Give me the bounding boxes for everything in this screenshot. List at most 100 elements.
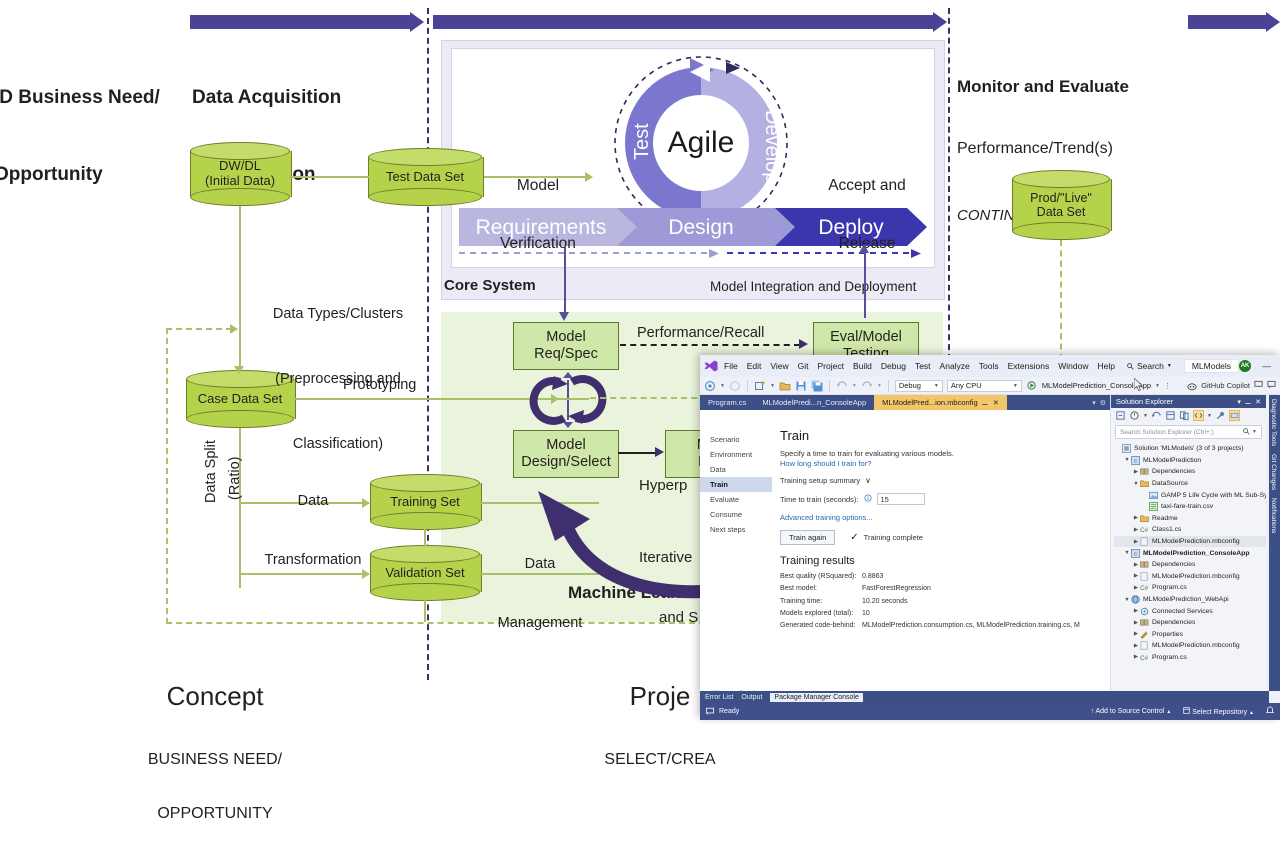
view-code-icon[interactable] — [1192, 410, 1204, 421]
redo-dropdown-icon[interactable]: ▼ — [876, 382, 882, 389]
add-to-source-control-button[interactable]: ↑ Add to Source Control ▲ — [1090, 708, 1171, 715]
undo-dropdown-icon[interactable]: ▼ — [851, 382, 857, 389]
menu-analyze[interactable]: Analyze — [939, 361, 970, 371]
tab-error-list[interactable]: Error List — [705, 693, 734, 701]
menu-help[interactable]: Help — [1097, 361, 1115, 371]
preview-selected-items-icon[interactable] — [1228, 410, 1240, 421]
close-icon[interactable]: ✕ — [992, 399, 999, 407]
menu-file[interactable]: File — [724, 361, 738, 371]
advanced-training-options-link[interactable]: Advanced training options... — [780, 513, 873, 522]
tree-item[interactable]: ▼DataSource — [1114, 478, 1266, 490]
menu-tools[interactable]: Tools — [978, 361, 999, 371]
tab-diagnostic-tools[interactable]: Diagnostic Tools — [1270, 399, 1277, 447]
refresh-icon[interactable] — [1179, 410, 1190, 421]
tab-program-cs[interactable]: Program.cs — [700, 395, 754, 410]
chevron-right-icon[interactable]: ▶ — [1133, 654, 1139, 661]
chevron-right-icon[interactable]: ▶ — [1133, 538, 1139, 545]
chevron-right-icon[interactable]: ▶ — [1133, 642, 1139, 649]
vs-standard-toolbar[interactable]: ▼ ▼ ▼ ▼ Debug ▼ Any C — [700, 377, 1280, 395]
gear-icon[interactable]: ⚙ — [1099, 399, 1106, 407]
tree-item[interactable]: taxi-fare-train.csv — [1114, 501, 1266, 513]
dropdown-icon[interactable]: ▾ — [1237, 398, 1241, 406]
wizard-step-evaluate[interactable]: Evaluate — [710, 495, 740, 504]
avatar[interactable]: AK — [1239, 360, 1252, 372]
open-file-icon[interactable] — [779, 380, 791, 392]
bottom-tool-tabs[interactable]: Error List Output Package Manager Consol… — [700, 691, 1269, 703]
tree-item[interactable]: ▼MLModelPrediction_WebApi — [1114, 594, 1266, 606]
nav-back-dropdown-icon[interactable]: ▼ — [720, 382, 725, 389]
tab-strip-controls[interactable]: ▾ ⚙ — [1092, 395, 1110, 410]
menu-window[interactable]: Window — [1058, 361, 1089, 371]
wizard-step-consume[interactable]: Consume — [710, 510, 743, 519]
chevron-right-icon[interactable]: ▶ — [1133, 573, 1139, 580]
chevron-right-icon[interactable]: ▶ — [1133, 608, 1139, 615]
menu-view[interactable]: View — [770, 361, 789, 371]
tree-item[interactable]: ▶MLModelPrediction.mbconfig — [1114, 535, 1266, 548]
view-code-dropdown-icon[interactable]: ▼ — [1206, 412, 1212, 419]
chevron-right-icon[interactable]: ▶ — [1133, 468, 1139, 475]
menu-edit[interactable]: Edit — [746, 361, 762, 371]
github-copilot-button[interactable]: GitHub Copilot — [1187, 380, 1276, 392]
tree-item[interactable]: ▶MLModelPrediction.mbconfig — [1114, 640, 1266, 652]
startup-project-label[interactable]: MLModelPrediction_ConsoleApp — [1041, 381, 1152, 390]
new-project-icon[interactable] — [754, 380, 766, 392]
search-dropdown-icon[interactable]: ▼ — [1166, 363, 1172, 369]
menu-build[interactable]: Build — [852, 361, 872, 371]
wizard-step-train[interactable]: Train — [700, 477, 772, 492]
chevron-down-icon[interactable]: ▼ — [1124, 596, 1130, 603]
tree-item[interactable]: ▶C#Program.cs — [1114, 582, 1266, 594]
train-again-button[interactable]: Train again — [780, 530, 836, 545]
wizard-step-nav[interactable]: Scenario Environment Data Train Evaluate… — [700, 410, 772, 720]
filter-dropdown-icon[interactable]: ▼ — [1143, 412, 1148, 419]
chevron-right-icon[interactable]: ▶ — [1133, 515, 1139, 522]
wizard-step-data[interactable]: Data — [710, 465, 726, 474]
chevron-down-icon[interactable]: ▼ — [1124, 457, 1130, 464]
tab-notifications[interactable]: Notifications — [1270, 498, 1277, 534]
navigate-backward-icon[interactable] — [704, 380, 716, 392]
copilot-chat-icon[interactable] — [1254, 380, 1263, 392]
tab-package-manager-console[interactable]: Package Manager Console — [770, 692, 863, 702]
tree-item[interactable]: ▶Properties — [1114, 629, 1266, 641]
tab-list-icon[interactable]: ▾ — [1092, 399, 1096, 407]
tree-item[interactable]: ▶Connected Services — [1114, 605, 1266, 617]
visual-studio-window[interactable]: File Edit View Git Project Build Debug T… — [700, 355, 1280, 720]
minimize-button[interactable]: — — [1262, 361, 1272, 371]
save-icon[interactable] — [795, 380, 807, 392]
save-all-icon[interactable] — [811, 380, 823, 392]
tree-item[interactable]: Solution 'MLModels' (3 of 3 projects) — [1114, 443, 1266, 455]
toolbar-overflow-icon[interactable]: ⋮ — [1164, 382, 1171, 390]
vs-search-box[interactable]: Search ▼ — [1127, 361, 1172, 371]
tree-item[interactable]: ▶C#Program.cs — [1114, 652, 1266, 664]
properties-wrench-icon[interactable] — [1215, 410, 1226, 421]
collapse-all-icon[interactable] — [1115, 410, 1126, 421]
vs-menu-bar[interactable]: File Edit View Git Project Build Debug T… — [724, 361, 1115, 371]
solution-explorer-toolbar[interactable]: ▼ ▼ — [1111, 408, 1266, 423]
chevron-down-icon[interactable]: ▼ — [1133, 480, 1139, 487]
chevron-right-icon[interactable]: ▶ — [1133, 631, 1139, 638]
tree-item[interactable]: ▶Dependencies — [1114, 466, 1266, 478]
chevron-down-icon[interactable]: ▼ — [1124, 550, 1130, 557]
select-repository-button[interactable]: Select Repository ▲ — [1183, 707, 1254, 716]
how-long-train-link[interactable]: How long should I train for? — [780, 459, 872, 468]
vertical-tool-tabs[interactable]: Diagnostic Tools Git Changes Notificatio… — [1269, 395, 1280, 691]
close-icon[interactable]: ✕ — [1255, 398, 1261, 406]
tab-consoleapp[interactable]: MLModelPredi...n_ConsoleApp — [754, 395, 874, 410]
wizard-step-scenario[interactable]: Scenario — [710, 435, 740, 444]
pin-icon[interactable]: ⚊ — [981, 399, 988, 407]
search-input[interactable]: Search Solution Explorer (Ctrl+;) ▼ — [1115, 425, 1262, 439]
show-all-files-icon[interactable] — [1165, 410, 1176, 421]
solution-explorer-header-controls[interactable]: ▾ ⚊ ✕ — [1237, 398, 1261, 406]
tree-item[interactable]: ▶MLModelPrediction.mbconfig — [1114, 571, 1266, 583]
chevron-right-icon[interactable]: ▶ — [1133, 526, 1139, 533]
solution-configuration-combo[interactable]: Debug ▼ — [894, 379, 943, 392]
chevron-right-icon[interactable]: ▶ — [1133, 619, 1139, 626]
tree-item[interactable]: ▶Dependencies — [1114, 559, 1266, 571]
menu-debug[interactable]: Debug — [880, 361, 906, 371]
new-project-dropdown-icon[interactable]: ▼ — [769, 382, 775, 389]
wizard-step-next-steps[interactable]: Next steps — [710, 525, 746, 534]
start-debug-icon[interactable] — [1026, 380, 1038, 392]
info-icon[interactable] — [863, 494, 872, 504]
time-to-train-input[interactable]: 15 — [876, 493, 925, 505]
